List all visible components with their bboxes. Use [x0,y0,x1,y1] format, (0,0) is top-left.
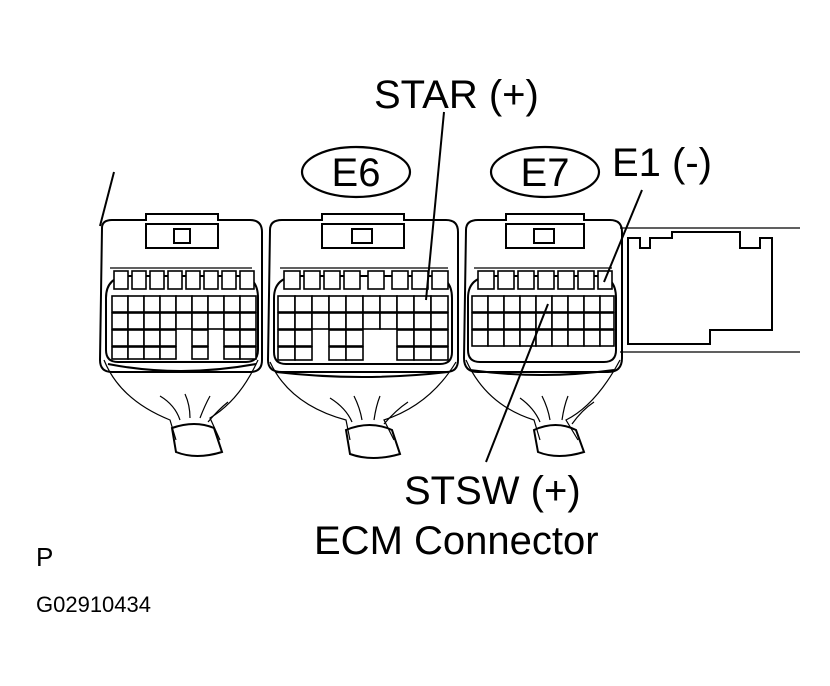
e7-connector-pins [471,270,615,347]
star-label: STAR (+) [374,73,539,117]
page-letter: P [36,542,53,572]
e7-badge-oval [489,145,601,199]
left-connector-pins [111,270,257,360]
ecm-connector-label: ECM Connector [314,519,599,563]
e6-badge-oval [300,145,412,199]
e6-label: E6 [332,151,381,195]
e1-label: E1 (-) [612,141,712,185]
stsw-label: STSW (+) [404,469,581,513]
leader-lines [99,111,643,463]
right-socket-block [620,227,800,353]
left-connector [98,213,263,457]
e6-connector [266,213,459,459]
figure-code: G02910434 [36,592,151,617]
e6-connector-pins [277,270,449,361]
e7-label: E7 [521,151,570,195]
